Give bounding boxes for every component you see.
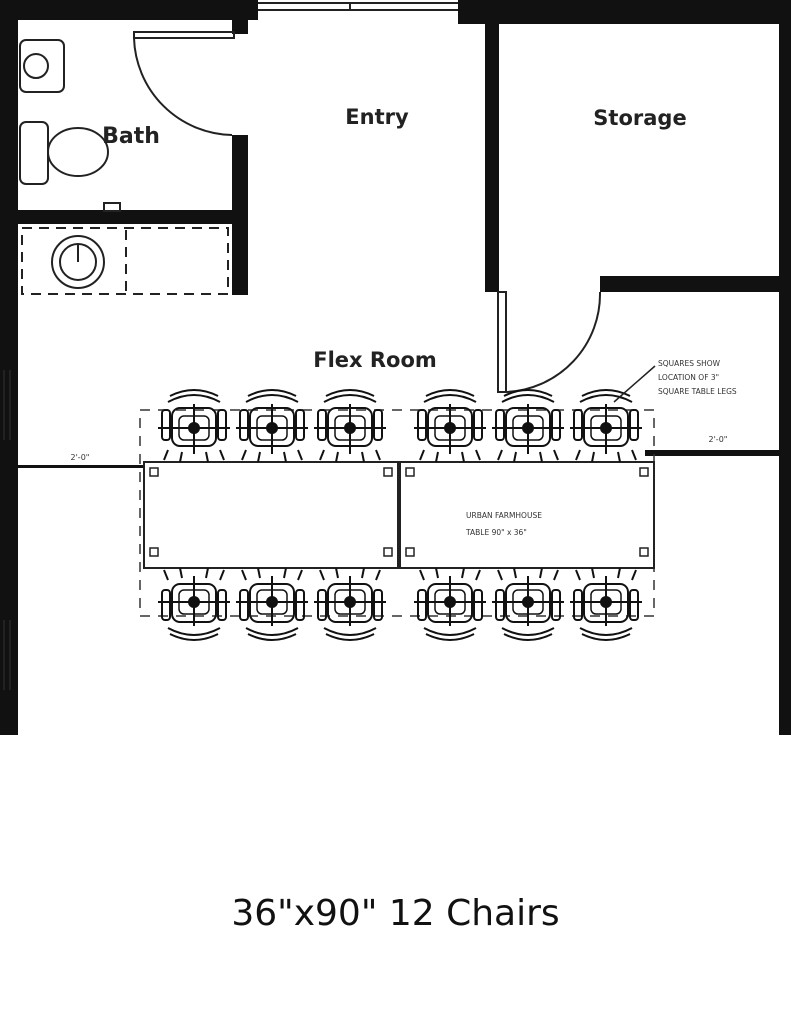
table-leg — [149, 547, 159, 557]
table-group — [139, 389, 655, 641]
room-label-entry: Entry — [345, 105, 409, 129]
chair — [236, 567, 308, 641]
table-right — [399, 461, 655, 569]
table-leg — [383, 467, 393, 477]
wall-left — [0, 0, 18, 735]
table-leg — [405, 547, 415, 557]
chair — [570, 567, 642, 641]
svg-text:SQUARES SHOW: SQUARES SHOW — [658, 359, 721, 368]
chair — [158, 389, 230, 463]
chairs — [158, 389, 642, 641]
room-label-bath: Bath — [102, 124, 160, 149]
svg-text:URBAN FARMHOUSE: URBAN FARMHOUSE — [466, 511, 542, 520]
bath-sink — [19, 39, 65, 93]
table-legs — [149, 467, 649, 557]
toilet-tank — [19, 121, 49, 185]
wall-right-mid — [645, 450, 779, 456]
table-leg — [383, 547, 393, 557]
leg-note: SQUARES SHOW LOCATION OF 3" SQUARE TABLE… — [658, 359, 737, 396]
hall-sink-zone — [21, 227, 229, 295]
table-note: URBAN FARMHOUSE TABLE 90" x 36" — [465, 511, 542, 537]
wall-left-mid — [18, 465, 144, 468]
walls — [0, 0, 791, 735]
svg-text:LOCATION OF 3": LOCATION OF 3" — [658, 373, 719, 382]
svg-text:TABLE 90" x 36": TABLE 90" x 36" — [465, 528, 527, 537]
chair — [314, 389, 386, 463]
bath-sink-drain — [23, 53, 49, 79]
chair — [236, 389, 308, 463]
wall-storage-left — [485, 20, 499, 292]
chair — [414, 567, 486, 641]
chair — [314, 567, 386, 641]
table-leg — [639, 547, 649, 557]
room-label-flex: Flex Room — [313, 348, 437, 372]
chair — [492, 389, 564, 463]
wall-bath-bottom — [18, 210, 248, 224]
chair — [570, 389, 642, 463]
hall-sink — [51, 235, 105, 289]
wall-top-left — [0, 0, 258, 20]
table-leg — [639, 467, 649, 477]
dimension-left: 2'-0" — [71, 453, 90, 462]
table-left — [143, 461, 399, 569]
chair — [414, 389, 486, 463]
wall-bath-right-upper — [232, 20, 248, 34]
wall-right — [779, 0, 791, 735]
room-label-storage: Storage — [593, 106, 686, 130]
leader-line — [613, 365, 656, 403]
dimension-right: 2'-0" — [709, 435, 728, 444]
caption: 36"x90" 12 Chairs — [231, 893, 560, 934]
bath-door-swing — [133, 37, 233, 136]
table-leg — [405, 467, 415, 477]
chair — [492, 567, 564, 641]
bath-door-leaf — [133, 31, 235, 39]
storage-door-swing — [505, 291, 602, 393]
chair — [158, 567, 230, 641]
openings — [3, 2, 458, 690]
table-leg — [149, 467, 159, 477]
floor-vent — [103, 202, 121, 212]
svg-text:SQUARE TABLE LEGS: SQUARE TABLE LEGS — [658, 387, 737, 396]
floor-plan: Bath Entry Storage Flex Room 2'-0" 2'-0"… — [0, 0, 791, 735]
bath-fixtures — [19, 39, 229, 295]
wall-storage-bottom — [600, 276, 780, 292]
wall-top-right — [458, 0, 791, 24]
doors — [133, 31, 602, 393]
storage-door-leaf — [497, 291, 507, 393]
toilet-bowl — [47, 127, 109, 177]
